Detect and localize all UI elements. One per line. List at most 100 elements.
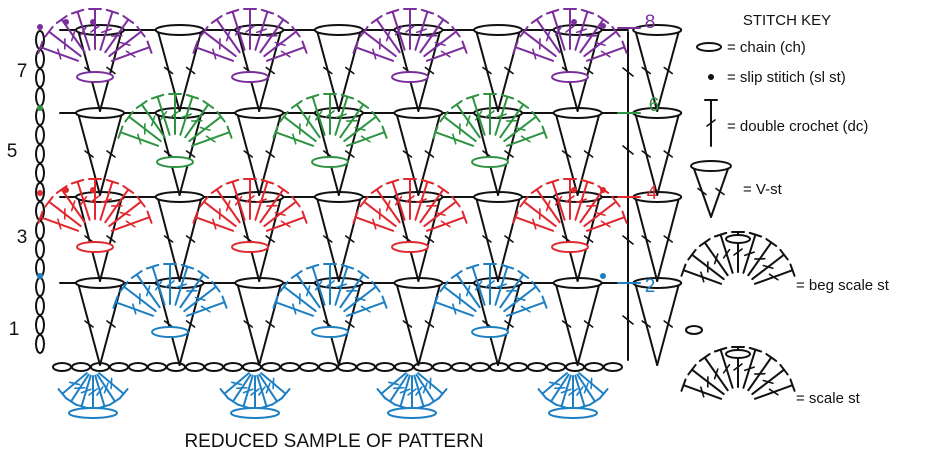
scale-dc [417,372,448,400]
dc-slash [743,366,755,372]
scale-dc [687,363,725,396]
dc-top-bar [55,15,68,24]
dc-top-bar [439,280,449,293]
slip-stitch-dot [571,19,577,25]
dc-top-bar [517,270,530,279]
dc-slash [600,220,611,228]
dc-slash [545,30,551,42]
dc-slash [322,235,333,243]
scale-dc [423,195,461,228]
dc-slash [84,320,94,328]
dc-slash [532,48,537,60]
dc-top-bar [352,210,359,224]
dc-slash [452,303,457,315]
dc-top-bar [420,178,435,185]
scale-dc [305,263,326,306]
dc-top-bar [216,110,226,123]
slip-stitch-dot [90,19,96,25]
dc-top-bar [357,270,370,279]
dc-top-bar [279,280,289,293]
dc-slash [106,150,116,158]
scale-band [117,93,548,168]
dc-slash [163,66,174,75]
dc-top-bar [500,263,515,270]
dc-slash [504,150,514,158]
key-beg-scale-label: = beg scale st [796,277,890,294]
dc-slash [733,363,743,371]
scale-dc [96,373,121,406]
dc-slash [205,135,216,143]
dc-slash [234,25,243,36]
dc-slash [504,66,514,75]
scale-dc [384,373,409,406]
row-label-1: 1 [9,319,20,340]
scale-dc [243,8,257,50]
dc-slash [722,248,731,259]
dc-slash [322,320,333,328]
dc-top-bar [210,185,223,194]
dc-slash [434,211,446,217]
dc-slash [407,388,417,396]
dc-top-bar [384,397,397,406]
dc-top-bar [545,8,560,15]
key-beg-scale-icon [680,231,796,335]
dc-top-bar [432,295,439,309]
scale-dc [57,372,88,400]
dc-slash [402,150,413,158]
scale-dc [530,185,561,224]
scale-dc [168,93,182,135]
dc-top-bar [748,346,763,353]
v-stitch [473,24,523,112]
dc-top-bar [611,25,621,38]
dc-top-bar [381,125,388,139]
dc-slash [504,320,514,328]
scale-fan [57,372,129,410]
dc-top-bar [789,378,796,392]
dc-top-bar [779,363,789,376]
dc-top-bar [519,25,529,38]
foundation-chain-oval [261,362,281,372]
dc-top-bar [461,210,468,224]
key-chain-label: = chain (ch) [727,39,806,56]
v-stitch [75,277,125,366]
dc-slash [743,251,755,257]
dc-slash [440,50,451,58]
v-stitch [473,107,523,196]
dc-slash [594,41,606,47]
dc-top-bar [226,125,233,139]
scale-dc [680,378,723,400]
scale-dc [505,295,548,317]
scale-base-oval [231,71,269,83]
dc-slash [145,285,151,297]
slip-stitch-dot [63,187,69,193]
turning-chain-oval [35,334,45,354]
scale-dc [279,280,317,313]
scale-dc [254,178,275,221]
scale-dc [117,125,160,147]
dc-slash [393,386,405,390]
dc-top-bar [199,195,209,208]
dc-slash [424,320,435,328]
dc-slash [68,381,81,386]
dc-top-bar [765,353,778,362]
dc-top-bar [359,195,369,208]
scale-dc [439,110,477,143]
scale-dc [179,93,200,136]
scale-dc [352,210,395,232]
dc-top-bar [687,248,697,261]
turning-chain-oval [35,87,45,107]
dc-top-bar [765,238,778,247]
dc-top-bar [748,231,763,238]
dc-slash [583,235,594,243]
scale-dc [188,110,226,143]
dc-top-bar [146,210,153,224]
scale-fan [537,372,609,410]
dc-top-bar [580,178,595,185]
scale-dc [44,25,82,58]
scale-fan [219,372,291,410]
dc-top-bar [588,397,601,406]
scale-dc [713,346,734,389]
row-label-2: 2 [645,276,656,297]
dc-slash [514,296,526,302]
dc-top-bar [687,363,697,376]
